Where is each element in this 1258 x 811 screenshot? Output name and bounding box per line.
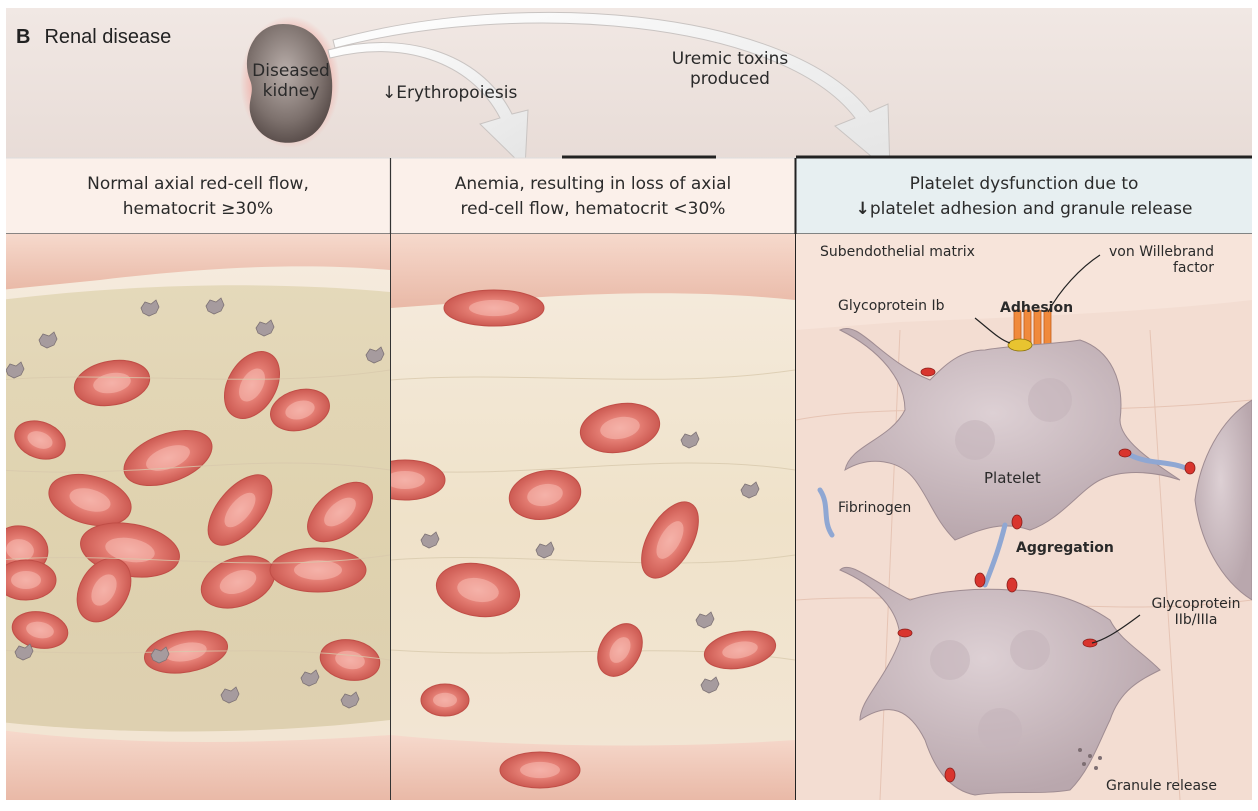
erythropoiesis-label: ↓Erythropoiesis bbox=[382, 84, 517, 104]
red-cell-center bbox=[520, 762, 560, 778]
vessel-normal bbox=[0, 234, 390, 800]
fibrinogen-label: Fibrinogen bbox=[838, 500, 911, 516]
aggregation-label: Aggregation bbox=[1016, 540, 1114, 556]
red-cell-center bbox=[433, 693, 457, 707]
subendothelial-label: Subendothelial matrix bbox=[820, 244, 975, 260]
header-normal-flow: Normal axial red-cell flow,hematocrit ≥3… bbox=[6, 160, 390, 234]
adhesion-label: Adhesion bbox=[1000, 300, 1073, 316]
vessel-anemia bbox=[365, 234, 795, 800]
top-band bbox=[6, 8, 1252, 158]
glycoprotein-ib-icon bbox=[1008, 339, 1032, 351]
platelet-label: Platelet bbox=[984, 470, 1041, 487]
red-cell-center bbox=[294, 560, 342, 580]
red-cell-center bbox=[385, 471, 425, 489]
red-cell-center bbox=[11, 571, 41, 589]
platelet-panel bbox=[796, 234, 1252, 800]
red-cell-center bbox=[469, 300, 519, 316]
glycoprotein-ib-label: Glycoprotein Ib bbox=[838, 298, 945, 314]
header-platelet-dysfunction: Platelet dysfunction due to↓platelet adh… bbox=[796, 160, 1252, 234]
granule-release-label: Granule release bbox=[1106, 778, 1217, 794]
